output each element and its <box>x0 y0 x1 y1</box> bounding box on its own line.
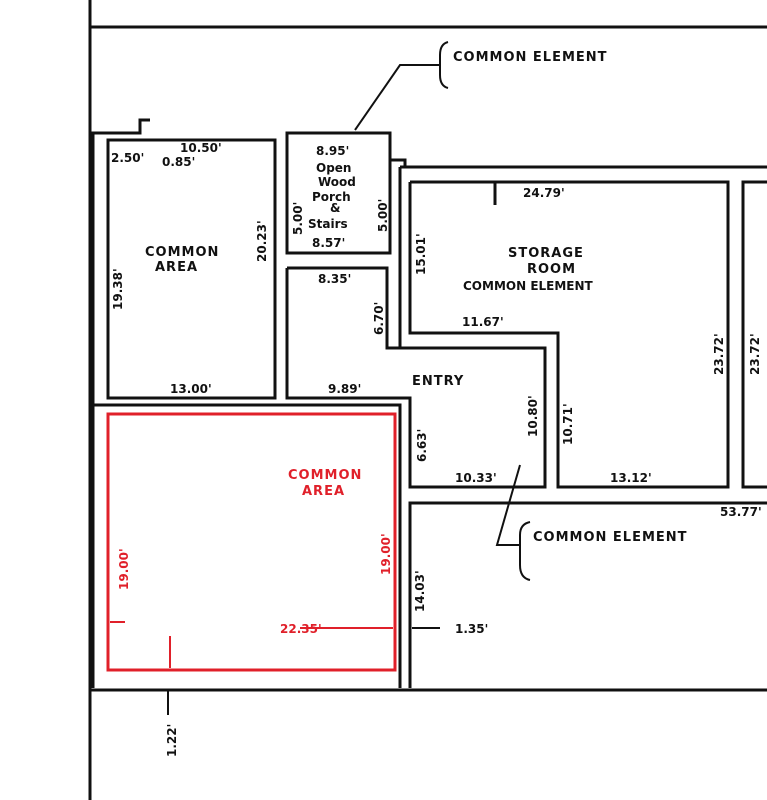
dimension: 15.01' <box>414 233 428 275</box>
dimension: 53.77' <box>720 505 762 519</box>
common-area-red-room <box>106 412 397 672</box>
dimension: 6.63' <box>415 429 429 462</box>
callout-common-element-top: COMMON ELEMENT <box>453 50 608 65</box>
room-label: AREA <box>155 260 198 275</box>
dimension: 10.33' <box>455 471 497 485</box>
lower-right-room <box>408 501 767 688</box>
room-label: Stairs <box>308 217 348 231</box>
dimension: 20.23' <box>255 220 269 262</box>
red-room-wall <box>93 403 402 688</box>
porch-step <box>390 158 407 167</box>
dimension: 23.72' <box>748 333 762 375</box>
outer-wall <box>91 118 150 688</box>
storage-room <box>408 180 730 489</box>
dimension: 8.35' <box>318 272 351 286</box>
dimension: 10.71' <box>561 403 575 445</box>
dimension: 1.35' <box>455 622 488 636</box>
room-label-entry: ENTRY <box>412 374 464 389</box>
dimension: 13.00' <box>170 382 212 396</box>
dimension: 24.79' <box>523 186 565 200</box>
dimension: 19.38' <box>111 268 125 310</box>
room-label: STORAGE <box>508 246 584 261</box>
dimension: 19.00' <box>379 533 393 575</box>
dimension: 23.72' <box>712 333 726 375</box>
dimension: 8.57' <box>312 236 345 250</box>
entry-room <box>285 266 547 489</box>
room-label: COMMON <box>145 245 219 260</box>
room-label: COMMON ELEMENT <box>463 279 594 293</box>
room-label: & <box>330 201 340 215</box>
dimension: 19.00' <box>117 548 131 590</box>
dimension: 10.50' <box>180 141 222 155</box>
room-label: COMMON <box>288 468 362 483</box>
dimension: 11.67' <box>462 315 504 329</box>
room-label: Porch <box>312 190 351 204</box>
porch-room <box>285 131 392 255</box>
dimension: 5.00' <box>376 199 390 232</box>
dimension: 2.50' <box>111 151 144 165</box>
room-label: Wood <box>318 175 356 189</box>
dimension: 14.03' <box>413 570 427 612</box>
dimension: 8.95' <box>316 144 349 158</box>
right-room <box>741 180 767 489</box>
dimension: 22.35' <box>280 622 322 636</box>
room-label: ROOM <box>527 262 576 277</box>
callout-common-element-middle: COMMON ELEMENT <box>533 530 688 545</box>
room-label: Open <box>316 161 351 175</box>
dimension: 9.89' <box>328 382 361 396</box>
dimension: 13.12' <box>610 471 652 485</box>
dimension: 5.00' <box>291 202 305 235</box>
room-label: AREA <box>302 484 345 499</box>
dimension: 1.22' <box>165 724 179 757</box>
dimension: 10.80' <box>526 395 540 437</box>
dimension: 6.70' <box>372 302 386 335</box>
common-area-top-room <box>106 138 277 400</box>
dimension: 0.85' <box>162 155 195 169</box>
